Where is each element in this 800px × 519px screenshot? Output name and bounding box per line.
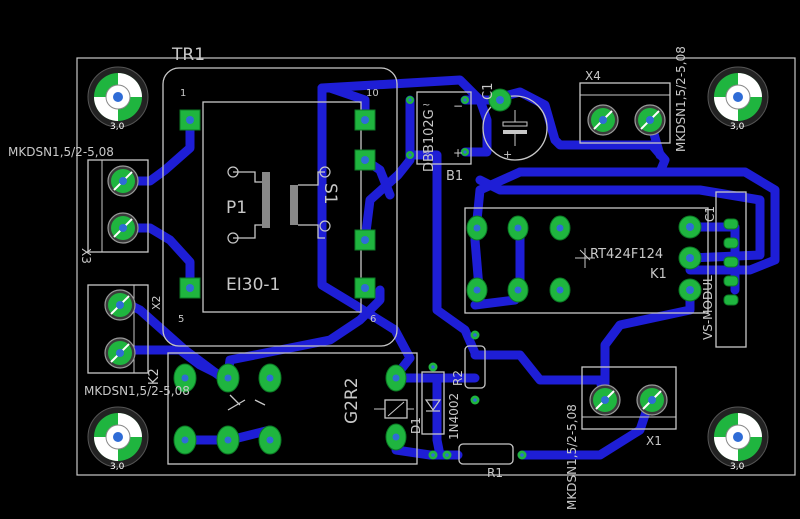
tr1-name: TR1: [171, 45, 205, 65]
x2-name: X2: [150, 295, 163, 310]
d1-name: D1: [409, 417, 423, 434]
vs-module: [678, 191, 747, 348]
mounting-hole-label: 3,0: [110, 462, 125, 472]
k2-value: G2R2: [342, 377, 362, 424]
vs-module-name: C1: [703, 206, 717, 222]
x4-name: X4: [585, 69, 601, 83]
d1-value: 1N4002: [447, 393, 461, 440]
k2-name: K2: [147, 368, 162, 385]
terminal-x1: [581, 366, 677, 430]
tr1-p1-label: P1: [226, 198, 247, 218]
b1-name: B1: [446, 169, 463, 184]
mounting-hole-label: 3,0: [730, 462, 745, 472]
k1-name: K1: [650, 267, 667, 282]
mounting-hole: [707, 406, 769, 468]
terminal-x2: [87, 284, 149, 374]
c1-plus-label: +: [503, 148, 512, 161]
capacitor-c1: [482, 88, 548, 161]
vs-module-value: VS-MODUL: [701, 275, 715, 340]
bridge-rectifier-b1: [406, 91, 472, 165]
board-outline: [76, 57, 796, 476]
x3-value: MKDSN1,5/2-5,08: [8, 145, 114, 159]
tr1-pin1-label: 1: [180, 88, 186, 99]
tr1-value: EI30-1: [226, 275, 280, 295]
b1-minus-label: −: [453, 99, 463, 113]
x1-value: MKDSN1,5/2-5,08: [565, 404, 579, 510]
mounting-hole: [87, 66, 149, 128]
mounting-hole: [707, 66, 769, 128]
resistor-r1: [442, 443, 527, 465]
mounting-hole-label: 3,0: [730, 122, 745, 132]
relay-k1: [464, 207, 709, 314]
transformer-tr1: [162, 67, 398, 347]
mounting-hole-label: 3,0: [110, 122, 125, 132]
x1-name: X1: [646, 434, 662, 448]
b1-ac2-label: ~: [422, 148, 430, 159]
b1-value: DBB102G: [422, 109, 437, 172]
r2-name: R2: [451, 370, 465, 386]
terminal-x3: [87, 159, 149, 253]
relay-k2: [167, 352, 418, 465]
diode-d1: [421, 362, 445, 460]
x4-value: MKDSN1,5/2-5,08: [674, 46, 688, 152]
tr1-pads: [179, 109, 376, 299]
c1-name: C1: [481, 83, 496, 100]
k1-value: RT424F124: [590, 247, 663, 262]
tr1-s1-label: S1: [320, 183, 340, 205]
b1-plus-label: +: [453, 146, 463, 160]
tr1-pin5-label: 5: [178, 314, 184, 325]
r1-name: R1: [487, 466, 503, 480]
tr1-pin10-label: 10: [366, 88, 379, 99]
b1-ac1-label: ~: [422, 100, 430, 111]
mounting-hole: [87, 406, 149, 468]
resistor-r2: [464, 330, 486, 405]
terminal-x4: [579, 82, 671, 144]
x2-value: MKDSN1,5/2-5,08: [84, 384, 190, 398]
tr1-pin6-label: 6: [370, 314, 376, 325]
x3-name: X3: [79, 248, 93, 264]
